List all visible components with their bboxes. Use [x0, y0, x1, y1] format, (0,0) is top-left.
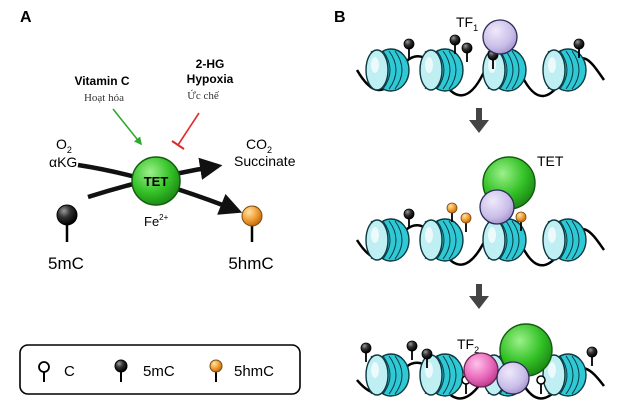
methyl-pin-icon: [360, 342, 372, 362]
legend-5mc-label: 5mC: [143, 363, 175, 380]
panel-a: A Vitamin C Hoạt hóa 2-HG Hypoxia Ức chế…: [20, 9, 296, 273]
vitamin-c-label: Vitamin C: [74, 74, 129, 88]
fe-label: Fe2+: [144, 213, 169, 229]
inhibition-bar: [171, 140, 185, 150]
c-legend-icon: [38, 361, 50, 373]
cytosine-pin-icon: [536, 375, 546, 394]
legend: C 5mC 5hmC: [19, 344, 301, 395]
succinate-label: Succinate: [234, 153, 296, 169]
methyl-pin-icon: [573, 38, 585, 58]
nucleosome-icon: [419, 353, 464, 397]
nucleosome-icon: [365, 218, 410, 262]
legend-5hmc-label: 5hmC: [234, 363, 274, 380]
legend-box: [19, 344, 301, 395]
hydroxymethyl-pin-icon: [515, 211, 527, 231]
5mc-pin-icon: [56, 204, 78, 226]
panel-b-label: B: [334, 9, 346, 26]
down-arrow-icon: [469, 108, 489, 133]
nucleosome-icon: [365, 48, 410, 92]
tf2-protein-icon: [463, 352, 499, 388]
tf1-label: TF1: [456, 14, 478, 33]
hydroxymethyl-pin-icon: [460, 212, 472, 232]
methyl-pin-icon: [461, 42, 473, 62]
tf1-protein-icon: [496, 361, 530, 395]
tf1-protein-icon: [482, 19, 518, 55]
inhibit-label: Ức chế: [187, 90, 220, 102]
co2-label: CO2: [246, 136, 272, 155]
5hmc-pin-icon: [241, 205, 263, 227]
hydroxymethyl-pin-icon: [446, 202, 458, 222]
methyl-pin-icon: [586, 346, 598, 366]
legend-c-label: C: [64, 363, 75, 380]
methyl-pin-icon: [449, 34, 461, 54]
nucleosome-icon: [542, 353, 587, 397]
inhibition-line: [177, 112, 200, 146]
methyl-pin-icon: [403, 208, 415, 228]
tf2-label: TF2: [457, 336, 479, 355]
nucleosome-icon: [419, 218, 464, 262]
nucleosome-icon: [542, 218, 587, 262]
5mc-product-label: 5mC: [48, 254, 84, 273]
nucleosome-icon: [419, 48, 464, 92]
panel-a-label: A: [20, 9, 32, 26]
chromatin-row-2: [355, 202, 606, 267]
2hg-label: 2-HG: [196, 57, 225, 71]
o2-label: O2: [56, 136, 72, 155]
nucleosome-icon: [365, 353, 410, 397]
5hmc-legend-icon: [209, 359, 223, 373]
tet-protein-label: TET: [537, 153, 564, 169]
hypoxia-label: Hypoxia: [187, 72, 234, 86]
activation-arrow: [112, 108, 142, 146]
tet-enzyme-icon: [131, 156, 181, 206]
5hmc-product-label: 5hmC: [228, 254, 273, 273]
tet-label: TET: [144, 174, 169, 189]
chromatin-row-1: [355, 34, 606, 98]
methyl-pin-icon: [406, 340, 418, 360]
activate-label: Hoạt hóa: [84, 92, 124, 104]
down-arrow-icon: [469, 284, 489, 309]
nucleosome-icon: [482, 218, 527, 262]
akg-label: αKG: [49, 154, 77, 170]
methyl-pin-icon: [403, 38, 415, 58]
5mc-legend-icon: [114, 359, 128, 373]
tf1-protein-icon: [479, 189, 515, 225]
methyl-pin-icon: [421, 348, 433, 368]
nucleosome-icon: [542, 48, 587, 92]
